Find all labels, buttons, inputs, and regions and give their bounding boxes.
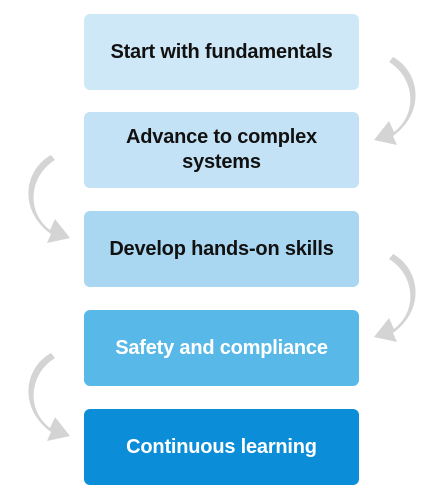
step-label: Safety and compliance (115, 336, 328, 359)
step-continuous-learning: Continuous learning (84, 409, 359, 485)
step-start-with-fundamentals: Start with fundamentals (84, 14, 359, 90)
step-label: Start with fundamentals (110, 40, 333, 63)
curved-arrow-left-1-icon (28, 155, 70, 243)
step-label: Continuous learning (126, 435, 317, 458)
step-develop-hands-on-skills: Develop hands-on skills (84, 211, 359, 287)
curved-arrow-left-2-icon (28, 353, 70, 441)
step-label: Advance to complex systems (126, 126, 317, 173)
step-label: Develop hands-on skills (109, 237, 334, 260)
step-safety-and-compliance: Safety and compliance (84, 310, 359, 386)
step-advance-to-complex-systems: Advance to complex systems (84, 112, 359, 188)
curved-arrow-right-2-icon (374, 254, 416, 342)
curved-arrow-right-1-icon (374, 57, 416, 145)
